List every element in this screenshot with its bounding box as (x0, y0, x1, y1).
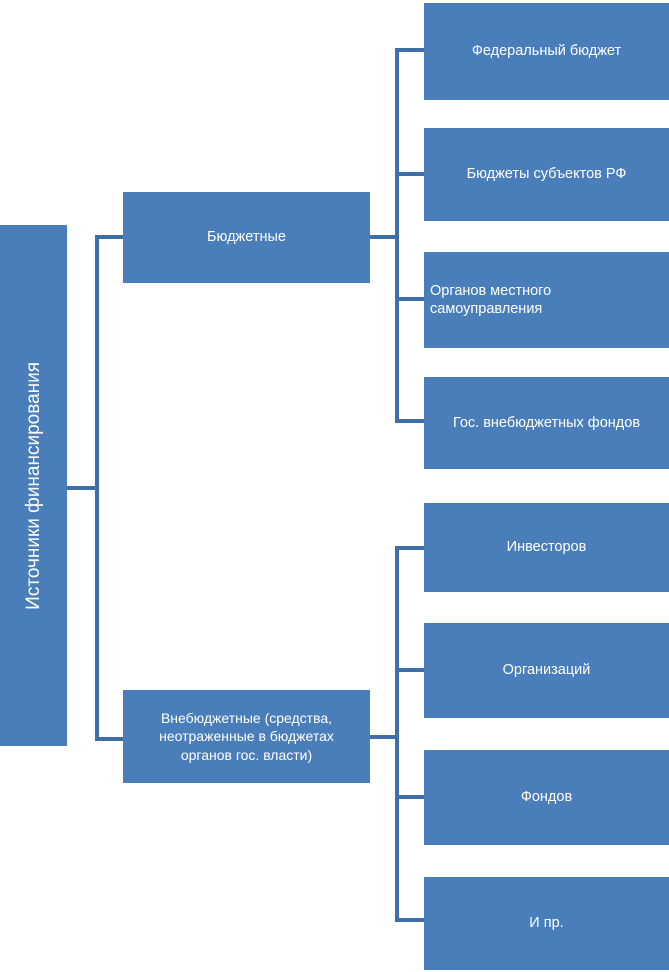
node-leaf-other: И пр. (424, 877, 669, 970)
node-branch-budget: Бюджетные (123, 192, 370, 283)
node-leaf-investors-label: Инвесторов (506, 539, 587, 556)
node-leaf-regional-budgets-label: Бюджеты субъектов РФ (466, 166, 627, 183)
connector-leaf-trunk-lower (395, 546, 399, 922)
node-leaf-other-label: И пр. (529, 915, 564, 932)
connector-stub-leaf-5 (395, 546, 426, 550)
connector-stub-branch-1 (95, 235, 125, 239)
node-leaf-investors: Инвесторов (424, 503, 669, 592)
connector-stub-leaf-6 (395, 668, 426, 672)
node-leaf-funds-label: Фондов (520, 789, 573, 806)
node-leaf-funds: Фондов (424, 750, 669, 845)
node-branch-budget-label: Бюджетные (207, 229, 286, 246)
connector-branch-1-to-leaves (370, 235, 398, 239)
connector-branch-2-to-leaves (370, 735, 398, 739)
node-leaf-local-government-label: Органов местного самоуправления (430, 282, 552, 317)
node-root-label: Источники финансирования (22, 361, 44, 610)
node-branch-extrabudget: Внебюджетные (средства, неотраженные в б… (123, 690, 370, 783)
connector-stub-leaf-2 (395, 172, 426, 176)
connector-root-to-branches (67, 486, 97, 490)
node-branch-extrabudget-label: Внебюджетные (средства, неотраженные в б… (159, 710, 334, 763)
node-leaf-local-government: Органов местного самоуправления (424, 252, 669, 348)
node-leaf-federal-budget-label: Федеральный бюджет (471, 43, 622, 60)
connector-stub-leaf-3 (395, 297, 426, 301)
node-leaf-organizations-label: Организаций (502, 662, 591, 679)
node-leaf-state-extrabudget-funds-label: Гос. внебюджетных фондов (452, 414, 641, 431)
connector-stub-leaf-8 (395, 918, 426, 922)
node-leaf-regional-budgets: Бюджеты субъектов РФ (424, 128, 669, 221)
node-leaf-state-extrabudget-funds: Гос. внебюджетных фондов (424, 377, 669, 469)
connector-branch-trunk (95, 235, 99, 741)
connector-stub-leaf-7 (395, 795, 426, 799)
node-root: Источники финансирования (0, 225, 67, 746)
connector-leaf-trunk-upper (395, 48, 399, 423)
connector-stub-leaf-4 (395, 419, 426, 423)
node-leaf-organizations: Организаций (424, 623, 669, 718)
connector-stub-branch-2 (95, 737, 125, 741)
connector-stub-leaf-1 (395, 48, 426, 52)
node-leaf-federal-budget: Федеральный бюджет (424, 3, 669, 100)
